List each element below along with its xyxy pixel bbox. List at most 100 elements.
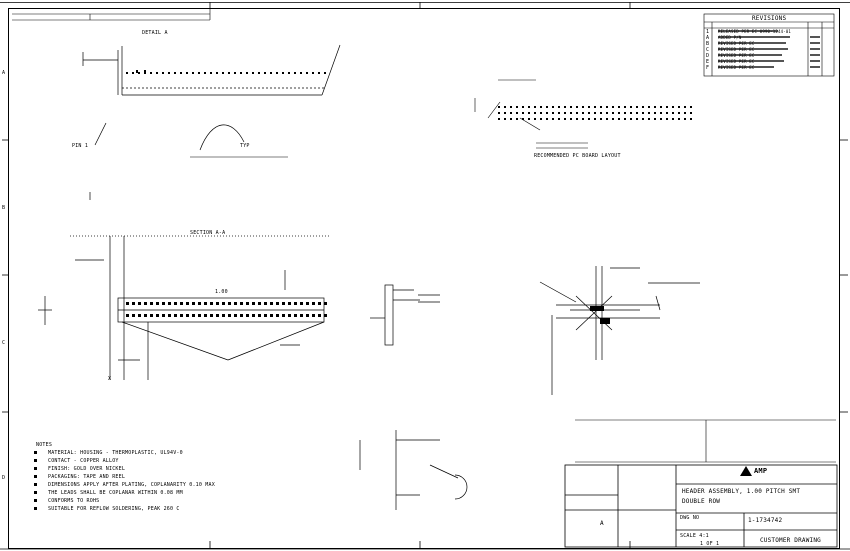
front-view bbox=[38, 192, 330, 380]
pin-mark bbox=[136, 70, 138, 73]
pin-mark bbox=[258, 302, 261, 305]
pcb-pad bbox=[600, 118, 602, 120]
pin-mark bbox=[198, 314, 201, 317]
pin-mark bbox=[162, 314, 165, 317]
front-view-pins bbox=[126, 302, 327, 317]
note-bullet bbox=[34, 507, 37, 510]
pin-mark bbox=[210, 314, 213, 317]
revision-description: REVISED PER EC bbox=[718, 65, 755, 70]
pin-mark bbox=[162, 302, 165, 305]
pcb-pad bbox=[636, 106, 638, 108]
pin-mark bbox=[150, 314, 153, 317]
note-item: CONTACT - COPPER ALLOY bbox=[48, 458, 119, 464]
pin-mark bbox=[312, 314, 315, 317]
pcb-pad bbox=[552, 112, 554, 114]
pin-mark bbox=[276, 302, 279, 305]
pin-mark bbox=[150, 302, 153, 305]
size-label: A bbox=[600, 520, 604, 527]
pcb-pad bbox=[588, 118, 590, 120]
pin-mark bbox=[156, 314, 159, 317]
leader-curve bbox=[199, 124, 245, 151]
title-line-1: HEADER ASSEMBLY, 1.00 PITCH SMT bbox=[682, 488, 801, 495]
angle-mark: X bbox=[108, 376, 112, 382]
pin-mark bbox=[264, 302, 267, 305]
pin-mark bbox=[300, 72, 302, 74]
pin-mark bbox=[174, 314, 177, 317]
pin-mark bbox=[186, 302, 189, 305]
note-bullet bbox=[34, 491, 37, 494]
pcb-pad bbox=[612, 112, 614, 114]
detail-hatch bbox=[590, 306, 610, 324]
pcb-pad bbox=[582, 112, 584, 114]
pcb-pad bbox=[528, 106, 530, 108]
pcb-pad bbox=[684, 118, 686, 120]
pcb-pad bbox=[690, 112, 692, 114]
pcb-pad bbox=[504, 112, 506, 114]
pcb-pad bbox=[504, 118, 506, 120]
title-block-frame bbox=[564, 464, 838, 548]
pin-mark bbox=[282, 72, 284, 74]
pcb-pad bbox=[666, 112, 668, 114]
pcb-pad bbox=[660, 106, 662, 108]
header-strip bbox=[12, 9, 211, 21]
pcb-pad bbox=[642, 106, 644, 108]
pcb-pad bbox=[564, 112, 566, 114]
pin-mark bbox=[168, 72, 170, 74]
pin-1-label: PIN 1 bbox=[72, 143, 89, 149]
pin-mark bbox=[288, 72, 290, 74]
pcb-pad bbox=[666, 106, 668, 108]
pin-mark bbox=[168, 314, 171, 317]
pcb-layout-lines bbox=[474, 79, 588, 149]
pin-mark bbox=[132, 314, 135, 317]
pin-mark bbox=[156, 72, 158, 74]
pcb-pad bbox=[690, 106, 692, 108]
pin-mark bbox=[312, 72, 314, 74]
pin-mark bbox=[228, 72, 230, 74]
pcb-pad bbox=[588, 112, 590, 114]
pin-mark bbox=[282, 314, 285, 317]
pin-mark bbox=[300, 314, 303, 317]
zone-letter-b: B bbox=[2, 205, 6, 211]
revision-letter: B bbox=[706, 41, 710, 47]
pcb-pad bbox=[672, 112, 674, 114]
pin-mark bbox=[318, 72, 320, 74]
sheet-label: 1 OF 1 bbox=[700, 541, 720, 547]
pin-mark bbox=[210, 302, 213, 305]
pcb-pad bbox=[648, 106, 650, 108]
note-item: SUITABLE FOR REFLOW SOLDERING, PEAK 260 … bbox=[48, 506, 180, 512]
pcb-pad bbox=[558, 118, 560, 120]
pcb-pad bbox=[510, 106, 512, 108]
pin-mark bbox=[144, 302, 147, 305]
pcb-pad bbox=[576, 106, 578, 108]
pin-mark bbox=[270, 72, 272, 74]
pin-mark bbox=[258, 314, 261, 317]
pin-mark bbox=[276, 314, 279, 317]
pin-mark bbox=[144, 70, 146, 73]
pcb-pad bbox=[564, 118, 566, 120]
pin-mark bbox=[216, 314, 219, 317]
pin-mark bbox=[174, 72, 176, 74]
pcb-pad bbox=[558, 106, 560, 108]
zone-letter-c: C bbox=[2, 340, 6, 346]
pcb-pad bbox=[630, 112, 632, 114]
detail-view bbox=[539, 266, 700, 395]
pcb-pad bbox=[630, 106, 632, 108]
pcb-pad bbox=[660, 118, 662, 120]
pcb-pad bbox=[552, 118, 554, 120]
pin-mark bbox=[246, 314, 249, 317]
note-item: CONFORMS TO ROHS bbox=[48, 498, 100, 504]
pin-mark bbox=[138, 72, 140, 74]
pcb-pad bbox=[516, 112, 518, 114]
pcb-pad bbox=[642, 118, 644, 120]
pin-mark bbox=[156, 302, 159, 305]
note-item: PACKAGING: TAPE AND REEL bbox=[48, 474, 126, 480]
pin-mark bbox=[294, 302, 297, 305]
revision-description: REVISED PER EC bbox=[718, 59, 755, 64]
pcb-pad bbox=[504, 106, 506, 108]
pcb-pad bbox=[684, 106, 686, 108]
pcb-pad bbox=[558, 112, 560, 114]
pin-mark bbox=[222, 72, 224, 74]
pcb-pad bbox=[660, 112, 662, 114]
drawing-no-label: DWG NO bbox=[680, 515, 700, 521]
pcb-pad bbox=[546, 112, 548, 114]
